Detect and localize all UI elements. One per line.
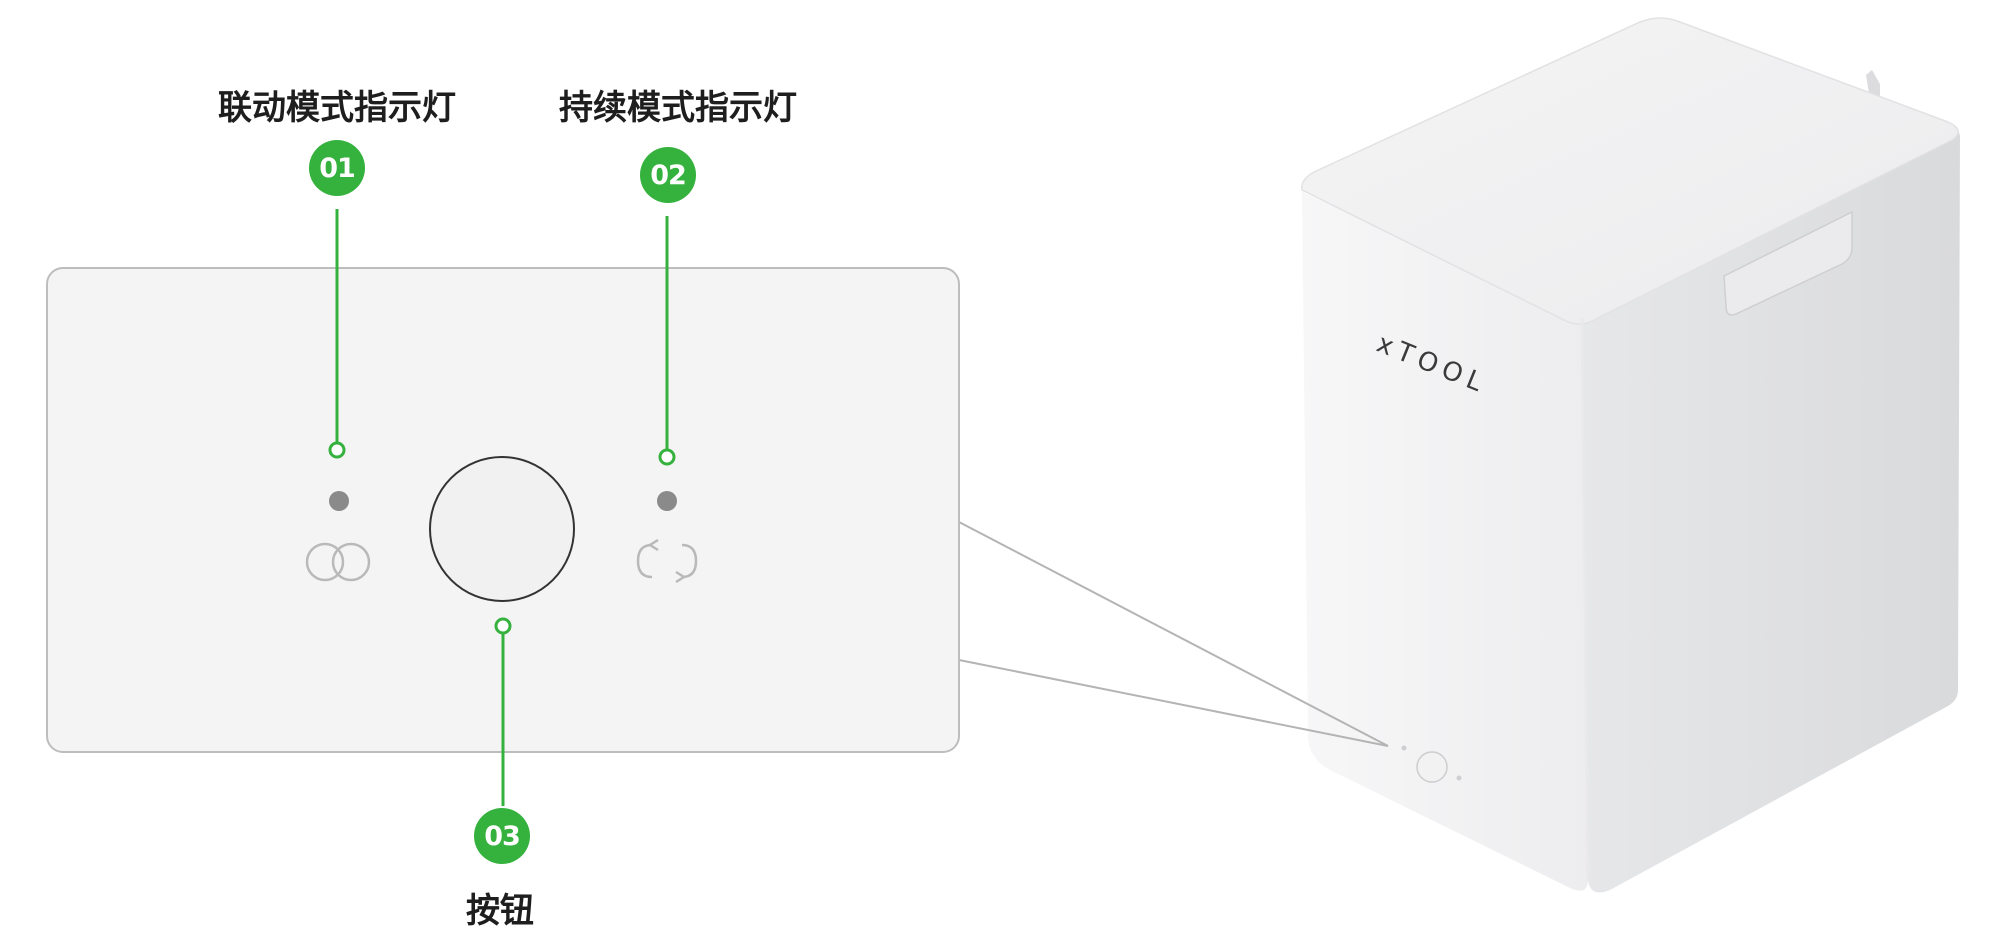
- power-button: [429, 456, 575, 602]
- callout-badge-02: 02: [640, 147, 696, 203]
- zoom-line-top: [958, 521, 1389, 747]
- device-button: [1416, 751, 1448, 783]
- linked-circles-icon: [305, 542, 371, 582]
- continuous-mode-led: [657, 491, 677, 511]
- device-side-face: [1582, 129, 1960, 893]
- callout-title-01: 联动模式指示灯: [218, 88, 456, 128]
- device-led-right: [1456, 775, 1462, 781]
- callout-title-03: 按钮: [466, 891, 534, 931]
- leader-dot-03: [494, 617, 512, 635]
- zoom-line-bottom: [958, 659, 1389, 747]
- callout-title-02: 持续模式指示灯: [559, 88, 797, 128]
- device-front-face: [1302, 192, 1588, 891]
- leader-dot-02: [658, 448, 676, 466]
- loop-arrows-icon: [636, 538, 698, 584]
- callout-badge-03: 03: [474, 808, 530, 864]
- device-illustration: xTOOL: [1301, 17, 1960, 893]
- device-led-left: [1401, 745, 1407, 751]
- callout-badge-01: 01: [309, 140, 365, 196]
- lid-tab: [1723, 210, 1853, 316]
- leader-dot-01: [328, 441, 346, 459]
- linked-mode-led: [329, 491, 349, 511]
